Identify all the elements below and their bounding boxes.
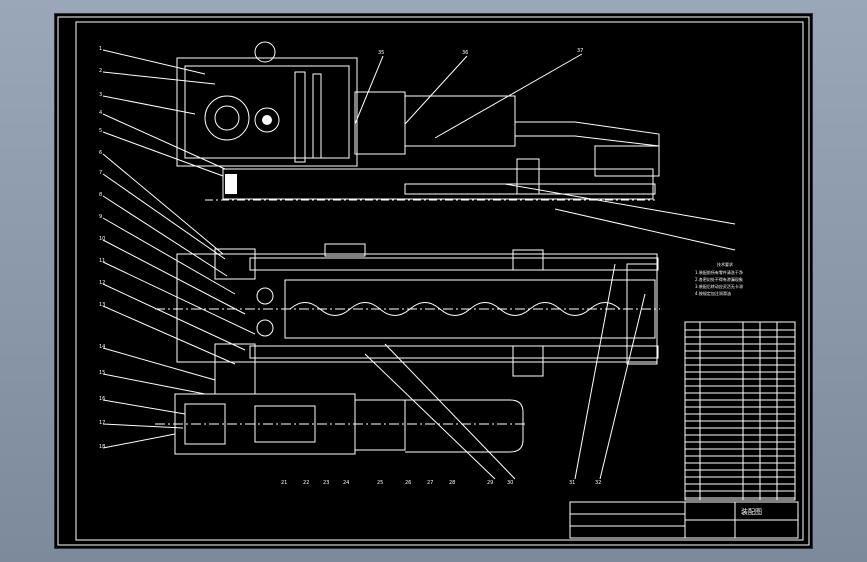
svg-text:13: 13 (99, 302, 105, 308)
svg-text:2: 2 (99, 68, 102, 74)
svg-text:31: 31 (569, 480, 575, 486)
svg-text:28: 28 (449, 480, 455, 486)
svg-text:3: 3 (99, 92, 102, 98)
technical-notes: 技术要求 1.装配前所有零件清洗干净 2.各密封处不得有渗漏现象 3.装配后转动… (695, 261, 743, 296)
outer-frame (57, 16, 810, 546)
svg-text:17: 17 (99, 420, 105, 426)
svg-text:6: 6 (99, 150, 102, 156)
svg-text:26: 26 (405, 480, 411, 486)
svg-text:29: 29 (487, 480, 493, 486)
callouts-left: 1 2 3 4 5 6 7 8 9 10 11 12 13 14 15 16 1… (99, 46, 105, 450)
cad-viewport[interactable]: 1 2 3 4 5 6 7 8 9 10 11 12 13 14 15 16 1… (55, 14, 812, 548)
svg-text:7: 7 (99, 170, 102, 176)
svg-text:8: 8 (99, 192, 102, 198)
svg-text:35: 35 (378, 50, 384, 56)
svg-text:4.按规定加注润滑油: 4.按规定加注润滑油 (695, 290, 731, 296)
svg-text:25: 25 (377, 480, 383, 486)
svg-text:1.装配前所有零件清洗干净: 1.装配前所有零件清洗干净 (695, 269, 743, 275)
title-block-name: 装配图 (741, 507, 762, 516)
assembly-drawing: 1 2 3 4 5 6 7 8 9 10 11 12 13 14 15 16 1… (57, 16, 810, 546)
svg-text:11: 11 (99, 258, 105, 264)
svg-text:12: 12 (99, 280, 105, 286)
svg-text:15: 15 (99, 370, 105, 376)
callouts-bottom: 21 22 23 24 25 26 27 28 29 30 31 32 (281, 480, 601, 486)
top-view (176, 41, 660, 201)
svg-text:27: 27 (427, 480, 433, 486)
title-block: 装配图 (569, 501, 799, 539)
svg-text:36: 36 (462, 50, 468, 56)
svg-text:22: 22 (303, 480, 309, 486)
svg-text:37: 37 (577, 48, 583, 54)
svg-text:16: 16 (99, 396, 105, 402)
svg-text:24: 24 (343, 480, 349, 486)
inner-frame (75, 21, 804, 541)
callouts-top: 35 36 37 (378, 48, 583, 56)
leader-lines (102, 49, 736, 480)
svg-text:5: 5 (99, 128, 102, 134)
svg-text:30: 30 (507, 480, 513, 486)
svg-text:4: 4 (99, 110, 102, 116)
svg-text:10: 10 (99, 236, 105, 242)
parts-list-table (684, 321, 796, 501)
svg-text:18: 18 (99, 444, 105, 450)
svg-text:技术要求: 技术要求 (717, 261, 733, 267)
section-view (155, 243, 660, 395)
svg-text:23: 23 (323, 480, 329, 486)
svg-text:21: 21 (281, 480, 287, 486)
svg-text:14: 14 (99, 344, 105, 350)
svg-text:9: 9 (99, 214, 102, 220)
svg-text:32: 32 (595, 480, 601, 486)
bottom-view (155, 393, 525, 455)
svg-text:1: 1 (99, 46, 102, 52)
svg-text:3.装配后转动应灵活无卡滞: 3.装配后转动应灵活无卡滞 (695, 283, 743, 289)
svg-text:2.各密封处不得有渗漏现象: 2.各密封处不得有渗漏现象 (695, 276, 743, 282)
